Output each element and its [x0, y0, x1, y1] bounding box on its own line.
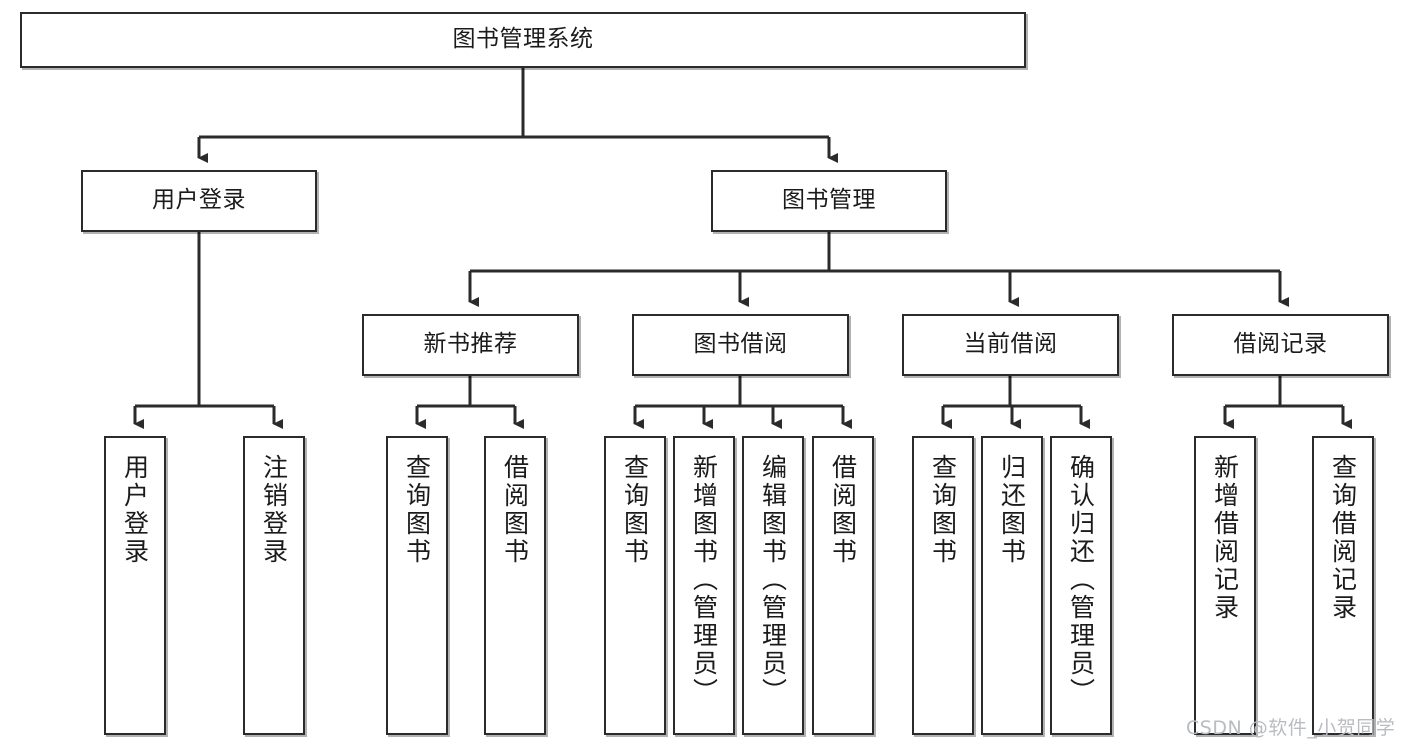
node-leaf-query-borrow-record[interactable]: 查询借阅记录 [1312, 436, 1374, 735]
node-leaf-query-book-rec-label: 查询图书 [402, 454, 432, 566]
node-book-borrow[interactable]: 图书借阅 [632, 314, 849, 376]
node-root-label: 图书管理系统 [452, 26, 594, 53]
node-leaf-user-login-label: 用户登录 [120, 454, 150, 566]
node-user-login[interactable]: 用户登录 [81, 170, 317, 232]
node-leaf-user-login[interactable]: 用户登录 [104, 436, 166, 735]
node-leaf-confirm-return[interactable]: 确认归还（管理员） [1050, 436, 1112, 735]
node-leaf-query-book-borrow[interactable]: 查询图书 [604, 436, 666, 735]
node-book-manage[interactable]: 图书管理 [711, 170, 947, 232]
node-book-manage-label: 图书管理 [782, 187, 876, 214]
node-leaf-query-book-borrow-label: 查询图书 [620, 454, 650, 566]
node-leaf-edit-book-admin-label: 编辑图书（管理员） [758, 454, 788, 706]
node-leaf-query-book-current-label: 查询图书 [928, 454, 958, 566]
node-book-borrow-label: 图书借阅 [693, 331, 788, 358]
node-leaf-borrow-book-rec-label: 借阅图书 [500, 454, 530, 566]
node-new-book-recommend[interactable]: 新书推荐 [362, 314, 579, 376]
node-leaf-add-borrow-record-label: 新增借阅记录 [1210, 454, 1240, 622]
node-leaf-confirm-return-label: 确认归还（管理员） [1066, 454, 1096, 706]
node-leaf-edit-book-admin[interactable]: 编辑图书（管理员） [742, 436, 804, 735]
node-leaf-query-book-current[interactable]: 查询图书 [912, 436, 974, 735]
node-current-borrow-label: 当前借阅 [963, 331, 1058, 358]
node-leaf-return-book-label: 归还图书 [997, 454, 1027, 566]
node-new-book-recommend-label: 新书推荐 [423, 331, 518, 358]
node-leaf-add-book-admin[interactable]: 新增图书（管理员） [673, 436, 735, 735]
node-leaf-user-logout[interactable]: 注销登录 [243, 436, 305, 735]
node-leaf-add-borrow-record[interactable]: 新增借阅记录 [1194, 436, 1256, 735]
node-leaf-user-logout-label: 注销登录 [259, 454, 289, 566]
node-user-login-label: 用户登录 [152, 187, 246, 214]
node-leaf-add-book-admin-label: 新增图书（管理员） [689, 454, 719, 706]
node-root[interactable]: 图书管理系统 [20, 12, 1026, 68]
node-leaf-query-borrow-record-label: 查询借阅记录 [1328, 454, 1358, 622]
node-leaf-query-book-rec[interactable]: 查询图书 [386, 436, 448, 735]
node-leaf-borrow-book-rec[interactable]: 借阅图书 [484, 436, 546, 735]
node-borrow-record-label: 借阅记录 [1233, 331, 1328, 358]
node-leaf-borrow-book-label: 借阅图书 [828, 454, 858, 566]
node-current-borrow[interactable]: 当前借阅 [902, 314, 1119, 376]
watermark-text: CSDN @软件_小贺同学 [1186, 717, 1396, 739]
node-borrow-record[interactable]: 借阅记录 [1172, 314, 1389, 376]
node-leaf-borrow-book[interactable]: 借阅图书 [812, 436, 874, 735]
node-leaf-return-book[interactable]: 归还图书 [981, 436, 1043, 735]
